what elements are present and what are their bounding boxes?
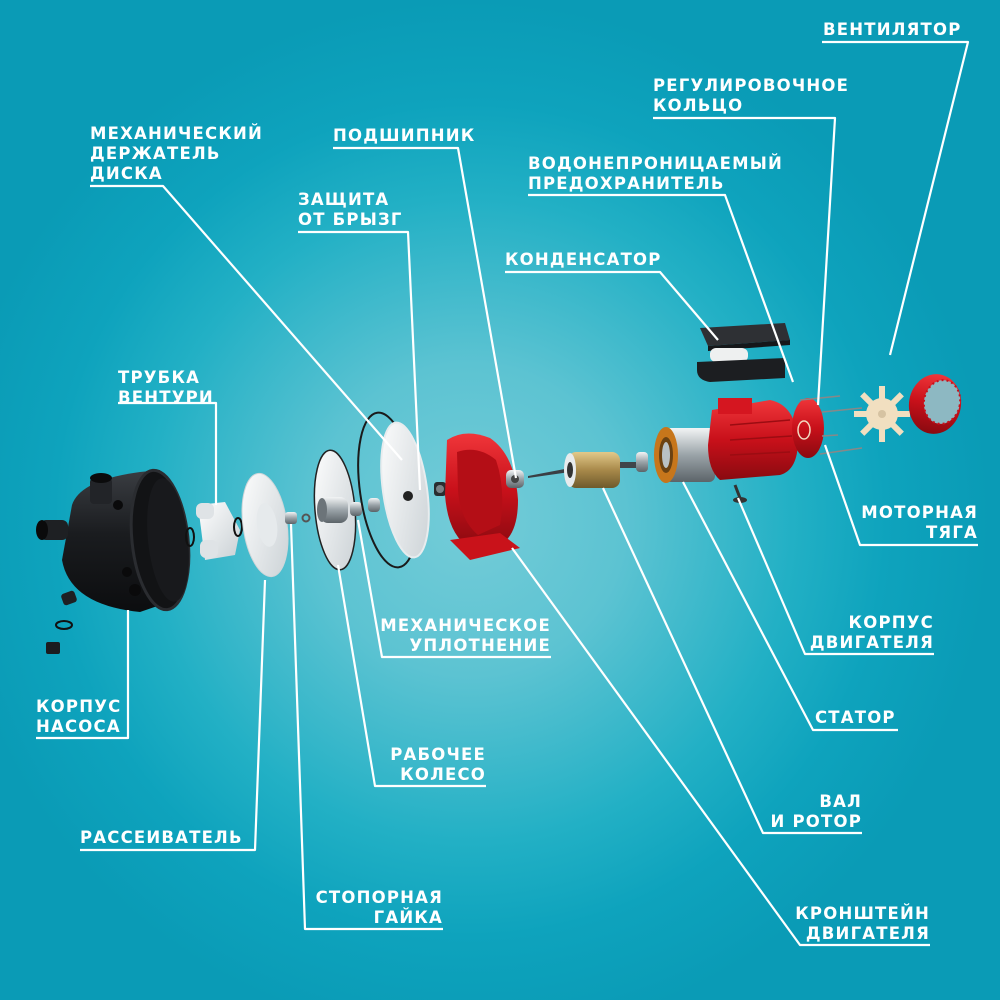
- leader-shaft-rotor: [602, 487, 862, 835]
- leader-reg-ring: [653, 116, 837, 406]
- pump-housing-part: [36, 468, 191, 654]
- venturi-tube-part: [185, 502, 243, 560]
- splash-guard-part: [357, 411, 430, 569]
- mechanical-seal-part: [350, 498, 380, 516]
- label-motor-rod: МОТОРНАЯ ТЯГА: [861, 503, 978, 542]
- label-shaft-rotor: ВАЛ И РОТОР: [770, 792, 862, 831]
- motor-bracket-part: [445, 433, 520, 560]
- leader-splash-guard: [298, 230, 422, 491]
- diffuser-part: [241, 472, 289, 578]
- label-regulating-ring: РЕГУЛИРОВОЧНОЕ КОЛЬЦО: [653, 76, 850, 115]
- label-mechanical-seal: МЕХАНИЧЕСКОЕ УПЛОТНЕНИЕ: [380, 616, 551, 655]
- label-pump-housing: КОРПУС НАСОСА: [36, 697, 122, 736]
- label-ventilator: ВЕНТИЛЯТОР: [823, 20, 962, 39]
- leader-motor-rod: [823, 444, 978, 547]
- label-waterproof-fuse: ВОДОНЕПРОНИЦАЕМЫЙ ПРЕДОХРАНИТЕЛЬ: [528, 154, 784, 193]
- fan-part: [854, 386, 910, 442]
- small-bearing-part: [434, 482, 446, 496]
- label-mechanical-disk-holder: МЕХАНИЧЕСКИЙ ДЕРЖАТЕЛЬ ДИСКА: [90, 124, 264, 183]
- fan-cover-part: [908, 374, 962, 434]
- leader-stator: [682, 481, 898, 732]
- label-capacitor: КОНДЕНСАТОР: [505, 250, 662, 269]
- label-stator: СТАТОР: [815, 708, 896, 727]
- leader-diffuser: [80, 579, 267, 852]
- lock-nut-part: [285, 512, 311, 524]
- leader-capacitor: [505, 270, 719, 341]
- capacitor-box-part: [697, 323, 790, 382]
- leader-ventilator: [822, 40, 970, 356]
- leader-bearing: [333, 146, 518, 479]
- leader-motor-bracket: [511, 547, 930, 947]
- label-splash-guard: ЗАЩИТА ОТ БРЫЗГ: [298, 190, 403, 229]
- label-lock-nut: СТОПОРНАЯ ГАЙКА: [315, 888, 443, 927]
- leader-venturi: [118, 401, 218, 505]
- bearing-part: [506, 470, 524, 488]
- leader-waterproof-fuse: [528, 193, 795, 383]
- label-bearing: ПОДШИПНИК: [333, 126, 476, 145]
- label-motor-bracket: КРОНШТЕЙН ДВИГАТЕЛЯ: [795, 904, 930, 943]
- shaft-rotor-part: [528, 452, 648, 488]
- leader-impeller: [336, 564, 486, 788]
- motor-housing-part: [708, 398, 798, 503]
- label-motor-housing: КОРПУС ДВИГАТЕЛЯ: [809, 613, 934, 652]
- leader-mech-seal: [356, 519, 551, 659]
- leader-motor-housing: [736, 497, 934, 656]
- leader-lock-nut: [289, 523, 443, 931]
- stator-part: [654, 427, 715, 483]
- label-diffuser: РАССЕИВАТЕЛЬ: [80, 828, 243, 847]
- leader-pump-housing: [36, 610, 130, 740]
- label-impeller: РАБОЧЕЕ КОЛЕСО: [390, 745, 486, 784]
- leader-mech-holder: [90, 184, 403, 461]
- label-venturi-tube: ТРУБКА ВЕНТУРИ: [118, 368, 214, 407]
